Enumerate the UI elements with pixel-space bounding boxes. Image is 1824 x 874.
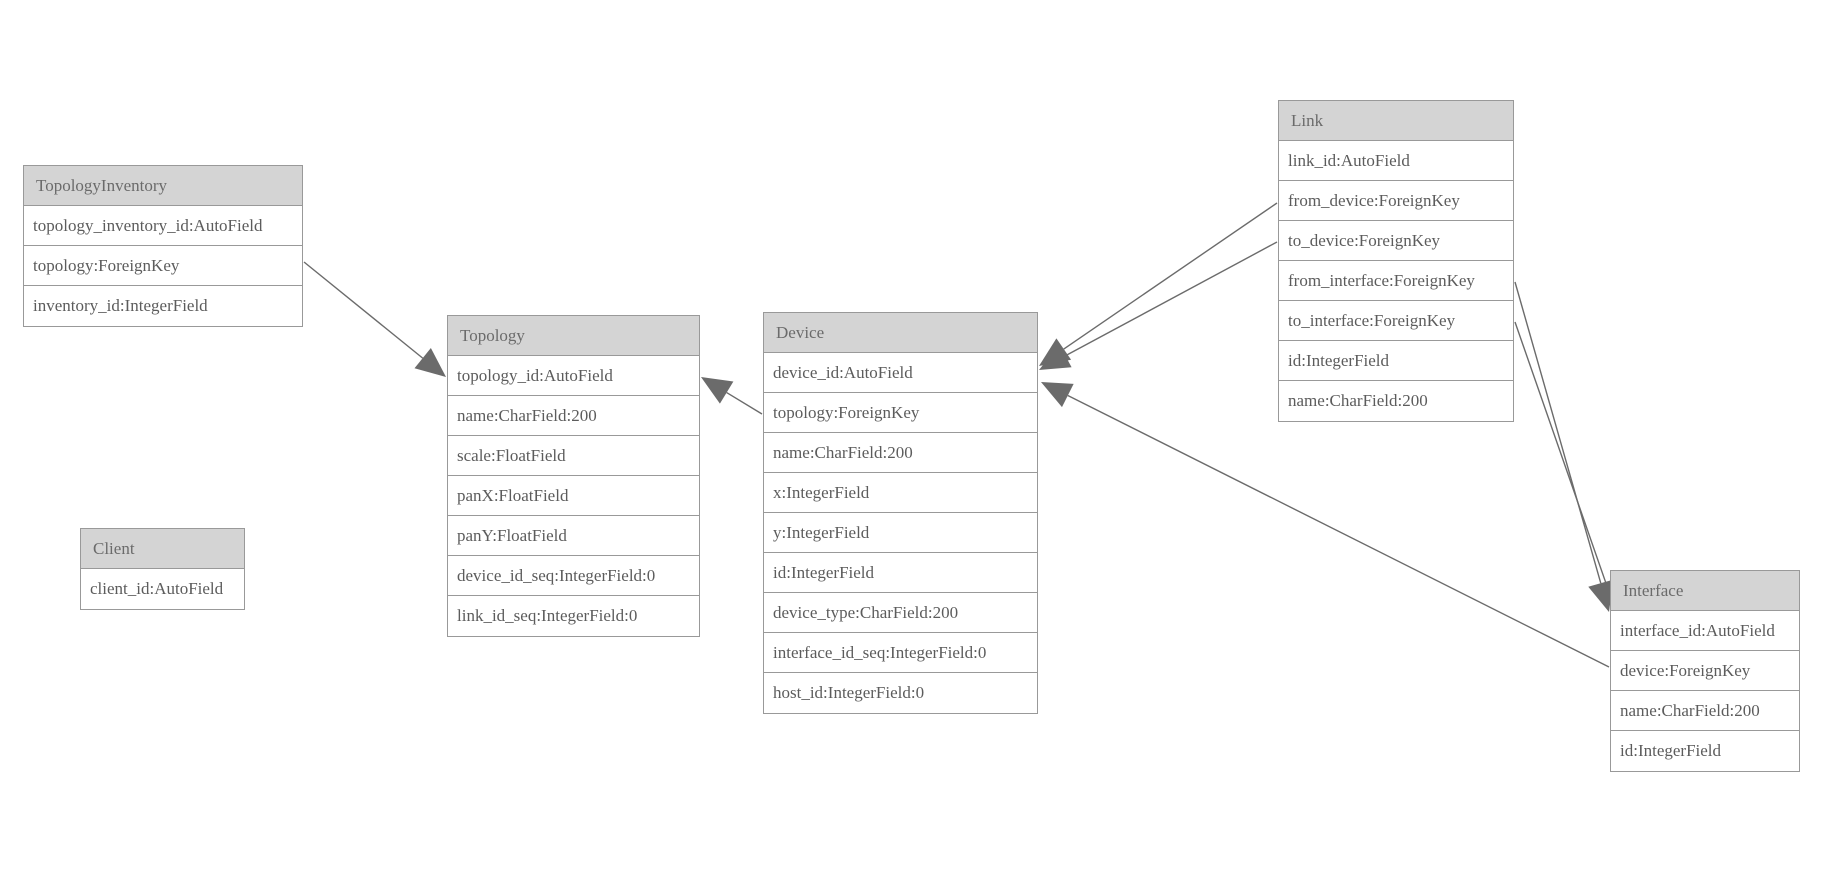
entity-attribute-row: panY:FloatField [448,516,699,556]
entity-attribute-row: from_device:ForeignKey [1279,181,1513,221]
entity-attribute-row: link_id:AutoField [1279,141,1513,181]
entity-attribute-row: name:CharField:200 [1611,691,1799,731]
relation-line [1067,394,1610,668]
entity-attribute-row: from_interface:ForeignKey [1279,261,1513,301]
entity-attribute-row: interface_id:AutoField [1611,611,1799,651]
entity-attribute-row: topology_inventory_id:AutoField [24,206,302,246]
relation-line [1065,241,1278,357]
entity-title-topologyinventory: TopologyInventory [24,166,302,206]
entity-attribute-row: id:IntegerField [1279,341,1513,381]
entity-attribute-row: topology:ForeignKey [764,393,1037,433]
relation-arrowhead [1039,338,1072,366]
entity-title-client: Client [81,529,244,569]
entity-attribute-row: link_id_seq:IntegerField:0 [448,596,699,636]
relation-edge-link-from_interface-interface [1514,281,1614,612]
relation-arrowhead [1041,382,1074,408]
relation-edge-link-to_device-device [1039,241,1278,370]
entity-attribute-row: inventory_id:IntegerField [24,286,302,326]
entity-attribute-row: id:IntegerField [764,553,1037,593]
relation-edge-device-topology [701,377,763,415]
relation-edge-link-from_device-device [1039,202,1278,366]
relation-line [1514,321,1607,584]
relation-line [303,261,424,359]
entity-attribute-row: name:CharField:200 [764,433,1037,473]
entity-attribute-row: device_id_seq:IntegerField:0 [448,556,699,596]
entity-attribute-row: device:ForeignKey [1611,651,1799,691]
entity-attribute-row: client_id:AutoField [81,569,244,609]
relation-line [1063,202,1278,350]
entity-attribute-row: host_id:IntegerField:0 [764,673,1037,713]
entity-attribute-row: id:IntegerField [1611,731,1799,771]
entity-attribute-row: x:IntegerField [764,473,1037,513]
entity-title-topology: Topology [448,316,699,356]
entity-attribute-row: panX:FloatField [448,476,699,516]
relation-line [726,391,763,415]
entity-attribute-row: topology_id:AutoField [448,356,699,396]
entity-attribute-row: device_type:CharField:200 [764,593,1037,633]
relation-arrowhead [701,377,734,404]
entity-attribute-row: topology:ForeignKey [24,246,302,286]
entity-title-interface: Interface [1611,571,1799,611]
entity-attribute-row: to_device:ForeignKey [1279,221,1513,261]
relation-edge-link-to_interface-interface [1514,321,1619,612]
entity-attribute-row: name:CharField:200 [1279,381,1513,421]
entity-attribute-row: y:IntegerField [764,513,1037,553]
entity-title-device: Device [764,313,1037,353]
entity-title-link: Link [1279,101,1513,141]
relation-arrowhead [1039,344,1072,370]
relation-edge-interface-device-device [1041,382,1610,668]
entity-attribute-row: device_id:AutoField [764,353,1037,393]
relation-arrowhead [414,348,446,377]
relation-line [1514,281,1602,584]
relation-edge-topologyinventory-topology [303,261,446,377]
entity-attribute-row: interface_id_seq:IntegerField:0 [764,633,1037,673]
entity-attribute-row: to_interface:ForeignKey [1279,301,1513,341]
entity-attribute-row: scale:FloatField [448,436,699,476]
entity-attribute-row: name:CharField:200 [448,396,699,436]
